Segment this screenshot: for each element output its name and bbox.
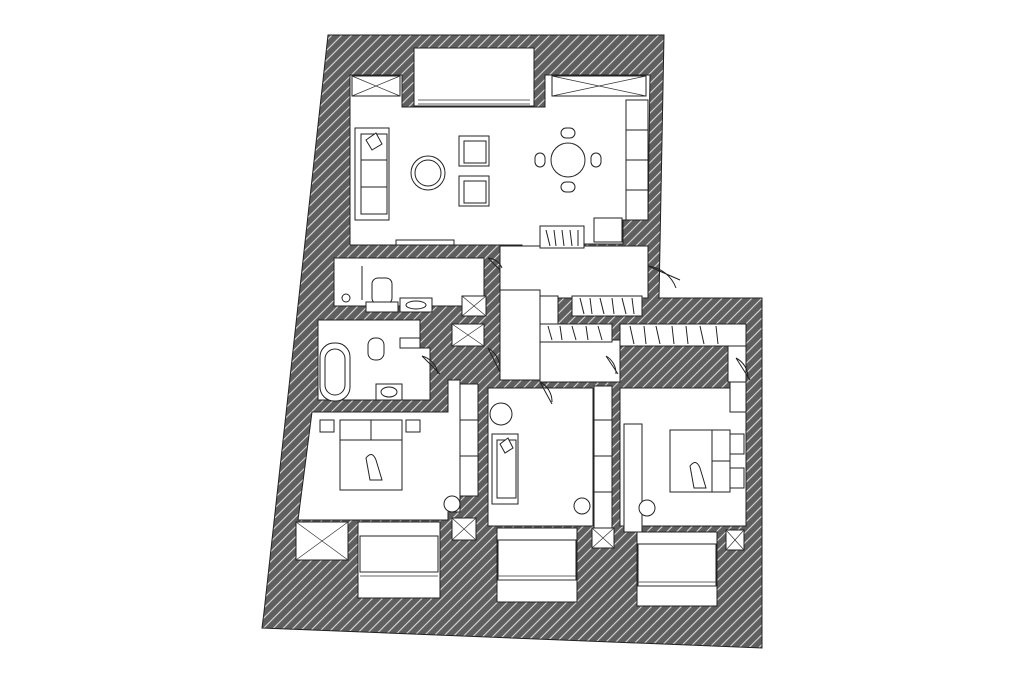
wall-shelf-icon bbox=[539, 225, 585, 249]
wardrobe-icon bbox=[623, 423, 643, 533]
hallway-shelves bbox=[539, 295, 747, 383]
double-bed-icon bbox=[339, 419, 403, 491]
kitchen-counter-icon bbox=[593, 99, 649, 243]
shoe-cabinet-icon bbox=[619, 323, 747, 347]
vanity-sink-icon bbox=[375, 383, 403, 401]
sofa-icon bbox=[354, 127, 390, 221]
bedroom-left bbox=[295, 383, 479, 561]
door-icon bbox=[487, 257, 503, 271]
dining-table-icon bbox=[534, 127, 602, 193]
hall-floor bbox=[539, 339, 621, 383]
chair-icon bbox=[638, 499, 656, 517]
toilet-icon bbox=[367, 337, 385, 361]
desk-icon bbox=[593, 385, 613, 529]
doors bbox=[421, 257, 751, 405]
bookshelf-icon bbox=[539, 323, 613, 343]
chair-icon bbox=[573, 497, 591, 515]
bedroom-right bbox=[623, 381, 747, 551]
sofa-icon bbox=[491, 433, 519, 505]
wardrobe-icon bbox=[459, 383, 479, 497]
top-windows bbox=[351, 47, 647, 107]
tv-console-icon bbox=[395, 239, 455, 246]
round-coffee-table-icon bbox=[410, 155, 446, 191]
chair-icon bbox=[443, 495, 461, 513]
door-icon bbox=[735, 357, 751, 381]
nightstand-icon bbox=[729, 433, 745, 455]
nightstand-icon bbox=[405, 419, 421, 433]
double-bed-icon bbox=[669, 429, 731, 493]
bathroom bbox=[319, 323, 485, 402]
balcony-window bbox=[413, 47, 535, 107]
bathtub-icon bbox=[319, 342, 351, 402]
nightstand-icon bbox=[729, 467, 745, 489]
corridor-floor bbox=[499, 245, 649, 299]
lower-windows bbox=[359, 535, 717, 587]
corridor-floor-2 bbox=[499, 289, 541, 381]
kids-room bbox=[489, 385, 615, 549]
round-table-icon bbox=[489, 402, 513, 426]
bookshelf-icon bbox=[539, 295, 559, 327]
door-icon bbox=[605, 355, 619, 375]
guest-wc bbox=[341, 266, 487, 317]
armchair-icon bbox=[458, 135, 490, 167]
armchair-icon bbox=[458, 175, 490, 207]
living-furniture bbox=[354, 99, 649, 249]
vanity-sink-icon bbox=[399, 297, 433, 313]
nightstand-icon bbox=[319, 419, 335, 433]
door-icon bbox=[539, 381, 553, 405]
bookshelf-icon bbox=[571, 295, 643, 317]
door-icon bbox=[647, 265, 681, 289]
door-icon bbox=[487, 347, 501, 373]
door-icon bbox=[421, 355, 441, 375]
